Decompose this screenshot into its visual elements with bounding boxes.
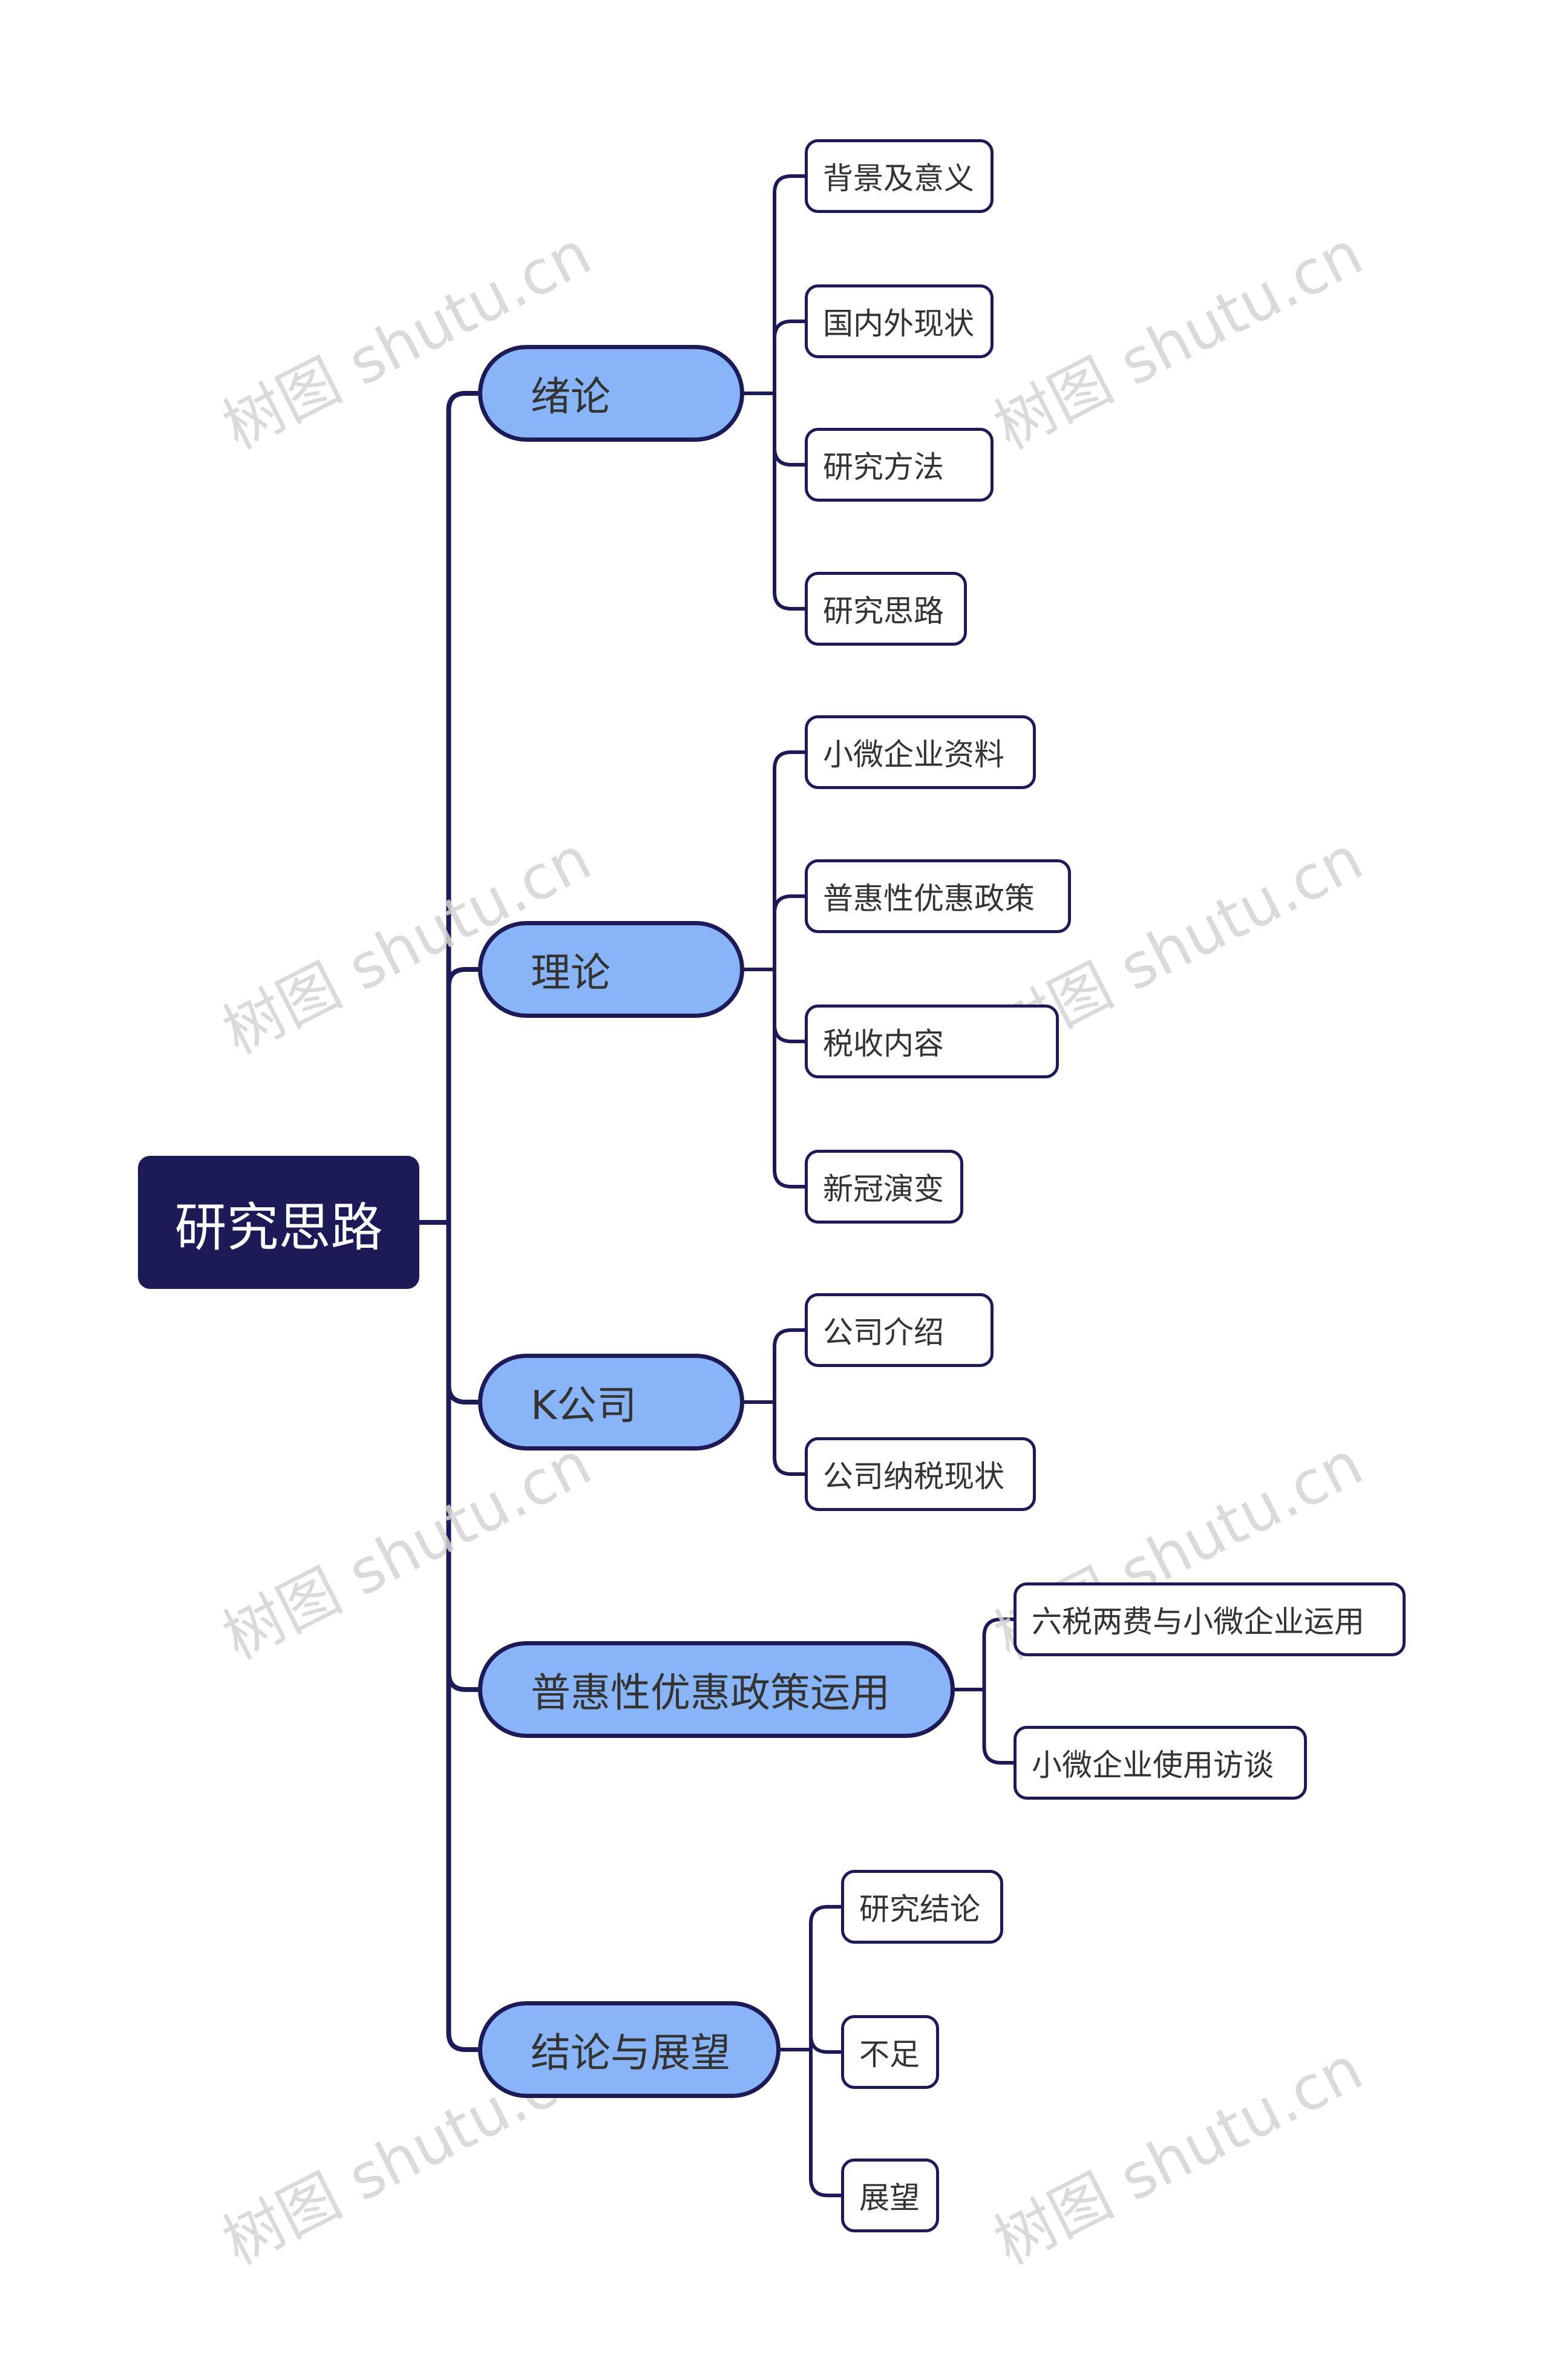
leaf-node[interactable]: 六税两费与小微企业运用: [1014, 1582, 1406, 1656]
leaf-node[interactable]: 研究方法: [805, 428, 994, 502]
branch-node-conclusion[interactable]: 结论与展望: [478, 2001, 781, 2098]
leaf-node[interactable]: 背景及意义: [805, 139, 994, 213]
leaf-node[interactable]: 不足: [841, 2015, 939, 2089]
connector-b4: [781, 1905, 841, 2197]
leaf-node[interactable]: 普惠性优惠政策: [805, 859, 1071, 933]
leaf-node[interactable]: 公司介绍: [805, 1293, 994, 1367]
branch-node-policy-use[interactable]: 普惠性优惠政策运用: [478, 1641, 955, 1738]
connector-b1: [744, 750, 805, 1188]
root-node[interactable]: 研究思路: [138, 1156, 419, 1289]
leaf-node[interactable]: 研究结论: [841, 1870, 1003, 1944]
leaf-node[interactable]: 小微企业使用访谈: [1014, 1726, 1307, 1800]
connector-b2: [744, 1328, 805, 1476]
leaf-node[interactable]: 国内外现状: [805, 284, 994, 358]
leaf-node[interactable]: 公司纳税现状: [805, 1437, 1036, 1511]
connector-b0: [744, 174, 805, 611]
leaf-node[interactable]: 展望: [841, 2159, 939, 2232]
leaf-node[interactable]: 税收内容: [805, 1005, 1059, 1078]
leaf-node[interactable]: 新冠演变: [805, 1150, 963, 1224]
leaf-node[interactable]: 小微企业资料: [805, 715, 1036, 789]
connector-b3: [955, 1618, 1014, 1765]
branch-node-theory[interactable]: 理论: [478, 921, 744, 1018]
leaf-node[interactable]: 研究思路: [805, 572, 967, 646]
branch-node-intro[interactable]: 绪论: [478, 345, 744, 442]
branch-node-company[interactable]: K公司: [478, 1354, 744, 1451]
connector-n-root: [419, 391, 478, 2052]
